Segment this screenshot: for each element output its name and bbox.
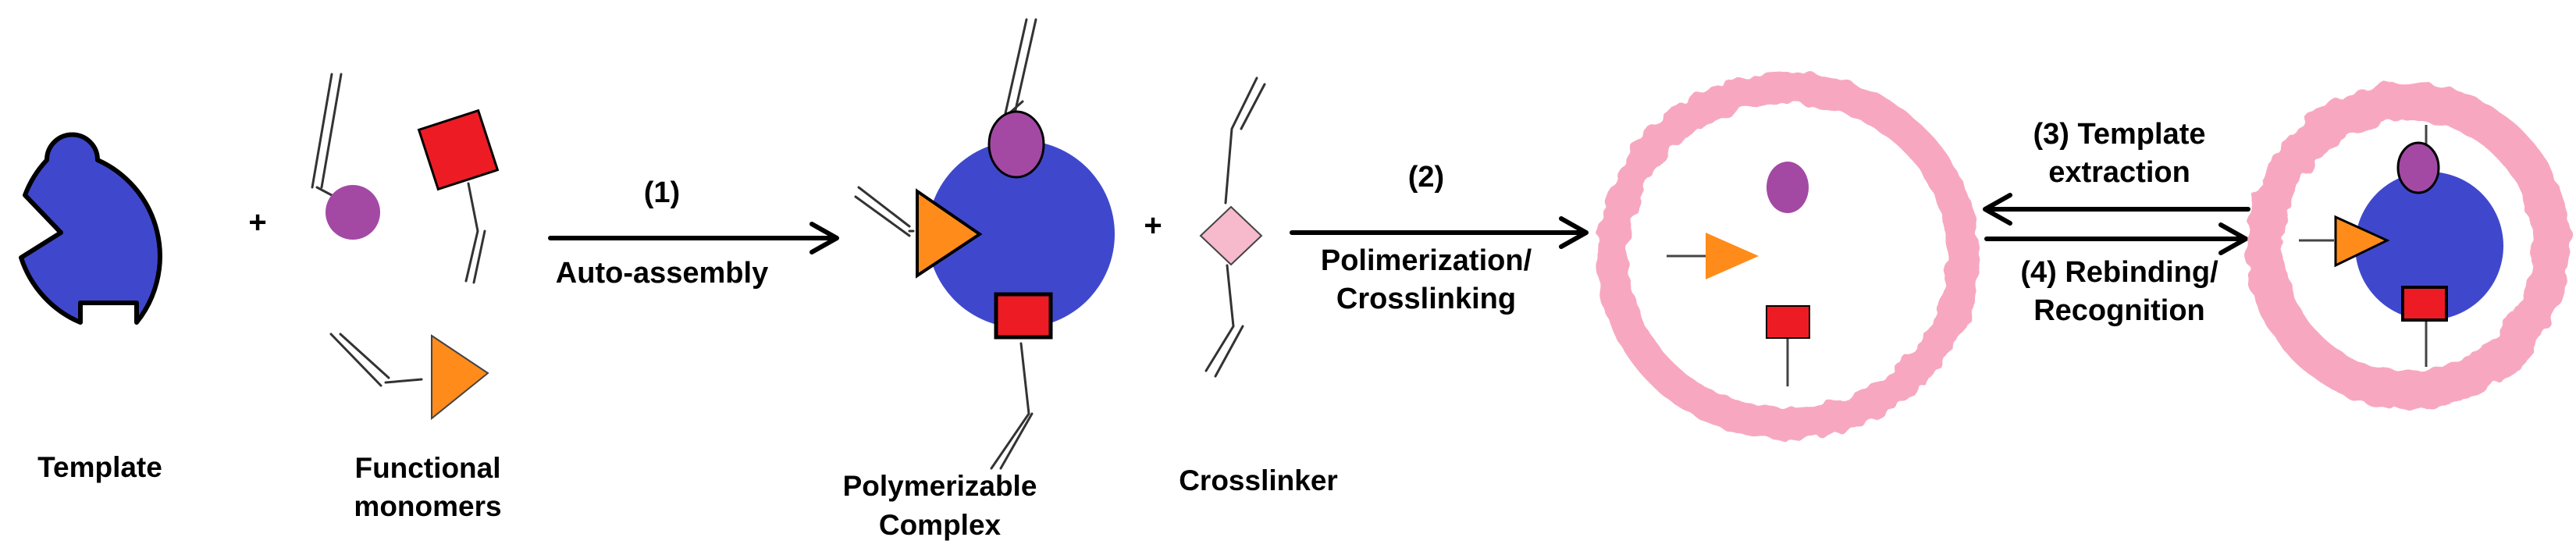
template-label: Template — [37, 451, 162, 483]
cavity-red-monomer — [1766, 305, 1810, 339]
complex-purple-monomer — [987, 110, 1045, 179]
polymer-matrix-ring — [1596, 73, 1979, 439]
crosslinker-top-vinyl-bond — [1224, 76, 1266, 205]
complex-top-vinyl-bond — [1004, 18, 1037, 115]
polymerizable-complex-label-line2: Complex — [879, 509, 1002, 541]
complex-left-vinyl-bond — [854, 186, 915, 237]
polymer-cavity-anchors — [1667, 168, 1789, 386]
step3-text-line2: extraction — [2048, 156, 2190, 189]
crosslinker-bottom-vinyl-bond — [1204, 264, 1244, 378]
step1-arrow — [548, 222, 839, 254]
orange-monomer — [329, 333, 489, 421]
step2-text-line1: Polimerization/ — [1321, 244, 1532, 277]
step4-arrow — [1984, 222, 2248, 255]
cavity-purple-monomer — [1767, 162, 1809, 213]
complex-template-core — [927, 141, 1115, 328]
crosslinker-molecule — [1199, 76, 1266, 378]
crosslinker-diamond — [1199, 205, 1263, 266]
red-monomer-vinyl-bond — [464, 182, 486, 284]
orange-monomer-triangle — [431, 334, 489, 421]
step2-number: (2) — [1408, 161, 1444, 194]
step4-text-line2: Recognition — [2033, 294, 2205, 327]
polymerizable-complex — [854, 18, 1115, 470]
bound-purple-monomer — [2396, 141, 2440, 194]
red-monomer-square — [417, 109, 500, 191]
functional-monomers-label-line1: Functional — [354, 452, 500, 484]
orange-monomer-vinyl-bond — [329, 333, 423, 387]
template-molecule — [19, 132, 162, 325]
purple-monomer — [311, 73, 380, 240]
step4-arrow-line — [1984, 222, 2248, 255]
plus-sign-1: + — [248, 205, 266, 240]
step3-arrow — [1983, 193, 2250, 226]
complex-orange-monomer — [916, 188, 983, 279]
bound-polymer-matrix-ring — [2247, 83, 2570, 409]
bound-template-core — [2355, 172, 2503, 320]
purple-monomer-vinyl-bond — [311, 73, 345, 203]
plus-sign-2: + — [1144, 208, 1162, 243]
cavity-orange-monomer — [1706, 233, 1759, 279]
step1-number: (1) — [644, 176, 680, 209]
complex-bottom-vinyl-bond — [990, 342, 1034, 470]
bound-red-monomer — [2401, 286, 2448, 322]
functional-monomers-label-line2: monomers — [354, 490, 501, 522]
step2-arrow — [1290, 216, 1589, 249]
purple-monomer-circle — [326, 185, 380, 240]
crosslinker-label: Crosslinker — [1179, 464, 1338, 496]
red-monomer — [417, 109, 500, 284]
polymerizable-complex-label-line1: Polymerizable — [843, 470, 1037, 502]
step3-text-line1: (3) Template — [2033, 118, 2205, 151]
imprinted-polymer-bound — [2247, 83, 2570, 409]
template-shape — [19, 132, 162, 325]
imprinted-polymer-empty — [1596, 73, 1979, 439]
complex-red-monomer — [994, 292, 1053, 340]
step1-text: Auto-assembly — [556, 257, 768, 290]
step3-arrow-line — [1983, 193, 2250, 226]
step2-text-line2: Crosslinking — [1336, 283, 1516, 315]
bound-orange-monomer — [2334, 215, 2390, 268]
step4-text-line1: (4) Rebinding/ — [2020, 256, 2218, 289]
step2-arrow-line — [1290, 216, 1589, 249]
step1-arrow-line — [548, 222, 839, 254]
